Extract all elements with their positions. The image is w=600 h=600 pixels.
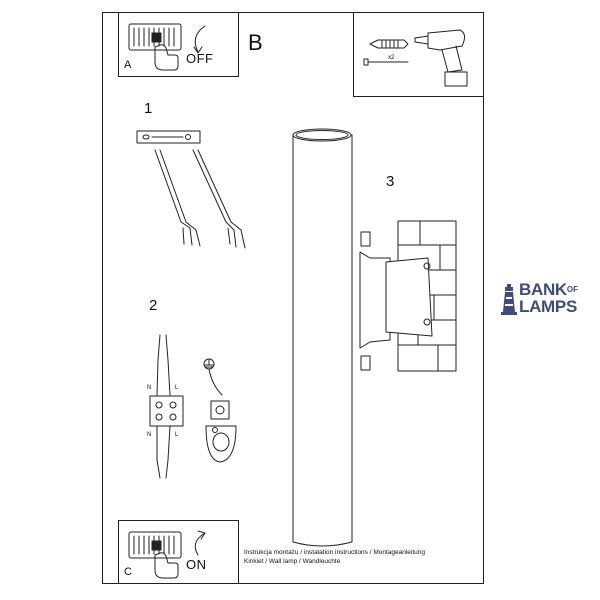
wire-label-n-top: N — [147, 385, 152, 391]
terminal-block-icon — [149, 334, 184, 479]
footer-text: Instrukcja montażu / instalation instruc… — [244, 548, 425, 566]
fuse-box-icon-a — [128, 23, 182, 51]
mounting-plate-icon — [136, 130, 201, 144]
panel-a-power-off: A OFF — [118, 12, 239, 77]
mount-screw-bottom-icon — [360, 355, 371, 371]
drill-icon — [414, 29, 468, 87]
brand-word-bank: BANK — [519, 280, 567, 299]
arrow-up-icon — [194, 530, 206, 556]
step-2-number: 2 — [149, 297, 158, 314]
ground-clamp-icon — [205, 400, 237, 463]
brand-word-of: OF — [566, 285, 579, 294]
wire-label-l-bottom: L — [175, 432, 179, 438]
hand-icon-a — [154, 44, 179, 71]
hand-icon-c — [154, 552, 179, 579]
brand-word-lamps: LAMPS — [519, 297, 578, 316]
section-b-letter: B — [248, 30, 263, 55]
step-3-number: 3 — [386, 173, 395, 190]
panel-c-letter: C — [124, 566, 132, 578]
footer-line-1: Instrukcja montażu / instalation instruc… — [244, 549, 426, 556]
wire-bundle-left-icon — [154, 149, 201, 247]
wire-label-l-top: L — [175, 385, 179, 391]
wire-bundle-right-icon — [192, 149, 246, 249]
wire-label-n-bottom: N — [147, 432, 152, 438]
off-label: OFF — [186, 51, 214, 66]
ground-symbol-icon — [203, 358, 223, 396]
arrow-down-icon — [193, 25, 206, 54]
wall-plug-icon — [369, 39, 409, 49]
screw-count: x2 — [388, 55, 395, 61]
wall-bracket-icon — [359, 220, 457, 372]
mount-screw-top-icon — [360, 231, 371, 247]
fuse-box-icon-c — [128, 531, 182, 559]
lighthouse-icon — [501, 284, 517, 315]
panel-b-tools: x2 — [353, 12, 484, 97]
screw-icon — [363, 58, 409, 66]
instruction-sheet — [102, 12, 484, 584]
footer-line-2: Kinkiet / Wall lamp / Wandleuchte — [244, 558, 341, 565]
panel-a-letter: A — [124, 59, 132, 71]
brand-wordmark: BANKOF LAMPS — [519, 280, 579, 316]
brand-logo: BANKOF LAMPS — [500, 280, 600, 316]
on-label: ON — [186, 557, 207, 572]
step-1-number: 1 — [144, 100, 153, 117]
cylinder-lamp-icon — [292, 128, 353, 547]
